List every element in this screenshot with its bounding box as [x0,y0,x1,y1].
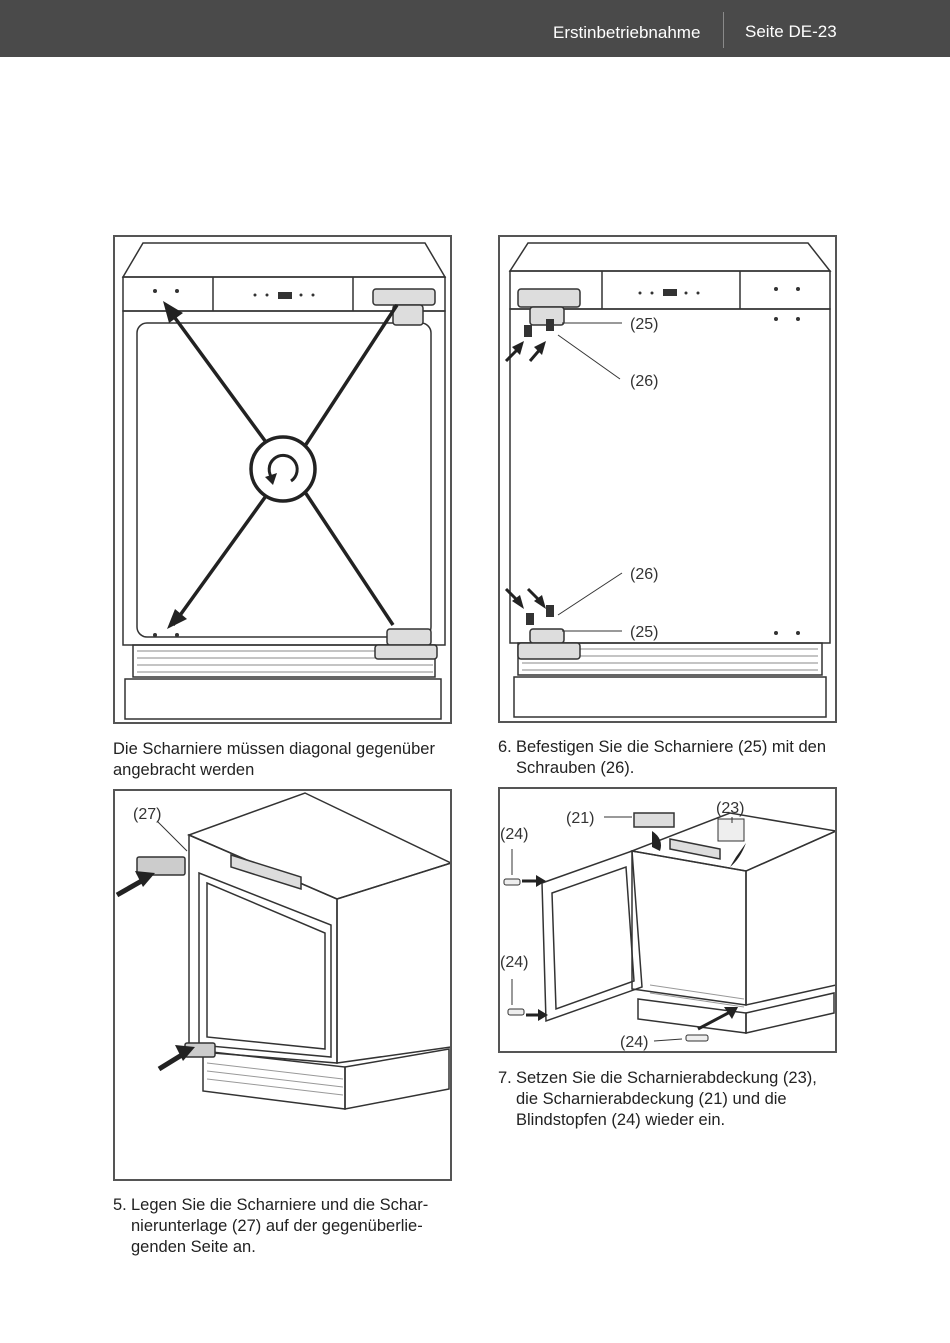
figure-diagonal-hinges [113,235,452,724]
fridge-door-open-diagram: (21) (23) (24) (24) (24) [500,800,835,1051]
label-27: (27) [133,806,161,823]
fridge-front-diagram [121,242,447,720]
label-21: (21) [566,810,594,827]
fridge-perspective-left-diagram: (27) [115,792,450,1110]
figure-place-hinges: (27) [113,789,452,1181]
figure-fasten-hinges: (25) (26) (26) (25) [498,235,837,723]
label-25-bottom: (25) [630,624,658,641]
fridge-screws-diagram: (25) (26) (26) (25) [504,242,832,718]
caption-diagonal-hinges: Die Scharniere müssen diagonal gegenüber… [113,740,435,779]
label-24-bottom: (24) [620,1034,648,1051]
section-title: Erstinbetriebnahme [553,23,701,42]
figure-reinsert-covers: (21) (23) (24) (24) (24) [498,787,837,1053]
label-23: (23) [716,800,744,817]
page-header: Erstinbetriebnahme Seite DE-23 [0,0,950,57]
label-24-top: (24) [500,826,528,843]
label-26-top: (26) [630,373,658,390]
label-25-top: (25) [630,316,658,333]
page-number: Seite DE-23 [745,22,837,41]
label-26-bottom: (26) [630,566,658,583]
label-24-middle: (24) [500,954,528,971]
header-divider [723,12,724,48]
